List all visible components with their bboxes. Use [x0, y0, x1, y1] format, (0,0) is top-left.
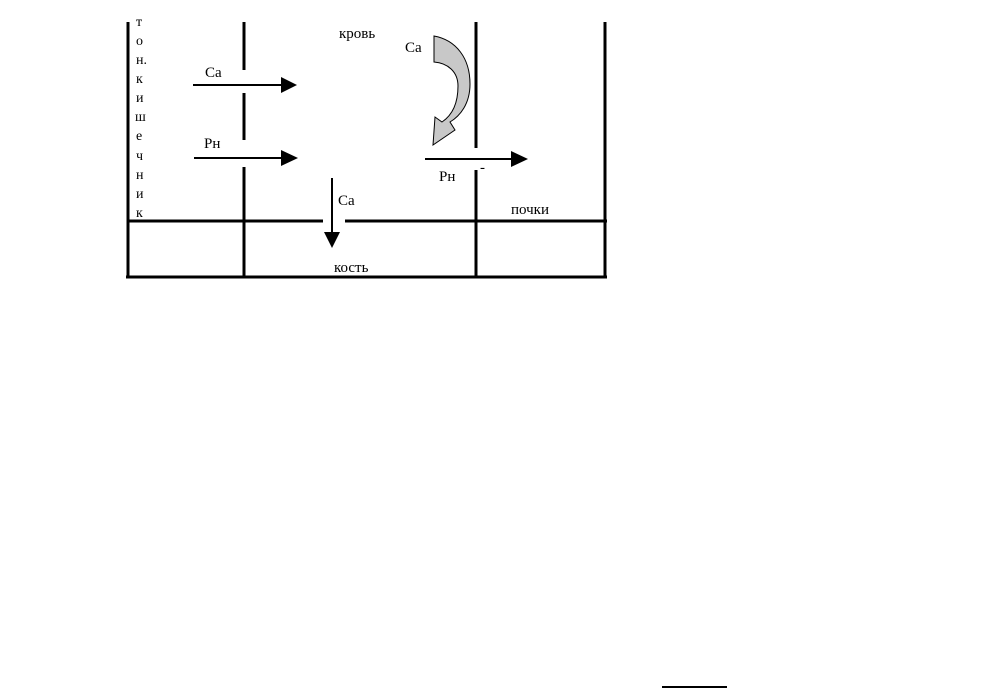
intestine-letter-2: о [136, 34, 143, 49]
ca-reabsorption-curved-arrow [432, 35, 471, 146]
bone-label: кость [334, 260, 369, 276]
blood-label: кровь [339, 26, 375, 42]
intestine-letter-3: н. [136, 53, 147, 68]
intestine-letter-11: к [136, 206, 143, 221]
ca-to-bone-label: Ca [338, 193, 355, 209]
intestine-letter-10: и [136, 187, 144, 202]
intestine-vertical-label: т о н. к и ш е ч н и к [135, 15, 147, 221]
tick-mark: - [480, 160, 485, 176]
intestine-letter-6: ш [135, 110, 146, 125]
ph-absorption-arrow-head [281, 150, 298, 166]
ph-absorption-label: Рн [204, 136, 220, 152]
intestine-letter-8: ч [136, 149, 143, 164]
ph-excretion-arrow-head [511, 151, 528, 167]
intestine-letter-1: т [136, 15, 142, 30]
intestine-letter-9: н [136, 168, 144, 183]
ca-absorption-arrow-head [281, 77, 297, 93]
intestine-letter-5: и [136, 91, 144, 106]
kidneys-label: почки [511, 202, 549, 218]
labels: кровь кость почки Ca Рн Ca Ca Рн - [204, 26, 549, 276]
ca-absorption-label: Ca [205, 65, 222, 81]
ca-to-bone-arrow-head [324, 232, 340, 248]
compartment-frame [126, 22, 607, 279]
ca-reabsorption-label: Ca [405, 40, 422, 56]
ph-excretion-label: Рн [439, 169, 455, 185]
arrows [193, 35, 528, 248]
intestine-letter-7: е [136, 129, 142, 144]
intestine-letter-4: к [136, 72, 143, 87]
